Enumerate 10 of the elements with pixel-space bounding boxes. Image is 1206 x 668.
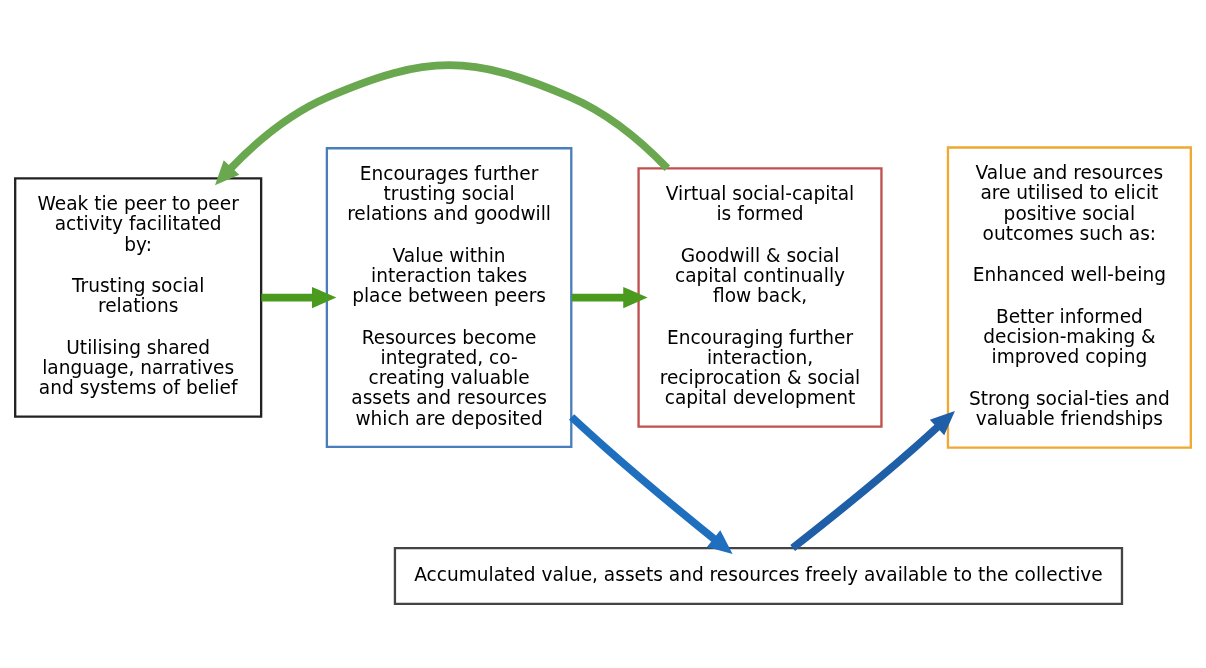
arrow <box>214 60 671 185</box>
arrow <box>790 410 955 551</box>
node-box: Weak tie peer to peer activity facilitated by: Trusting social relations Utilising shared language, narratives and systems of belief <box>14 176 263 418</box>
arrow <box>568 413 733 554</box>
node-box: Virtual social-capital is formed Goodwill & social capital continually flow back, Encouraging further interaction, reciprocation & social capital development <box>637 166 883 428</box>
node-box: Value and resources are utilised to elicit positive social outcomes such as: Enhanced well-being Better informed decision-making & improved coping Strong social-ties and valuable friendships <box>946 145 1192 449</box>
node-box: Encourages further trusting social relations and goodwill Value within interaction takes place between peers Resources become integrated, co-creating valuable assets and resources which are deposited <box>325 146 573 448</box>
node-box: Accumulated value, assets and resources freely available to the collective <box>393 546 1124 605</box>
arrow <box>261 286 337 308</box>
arrow <box>571 286 648 308</box>
